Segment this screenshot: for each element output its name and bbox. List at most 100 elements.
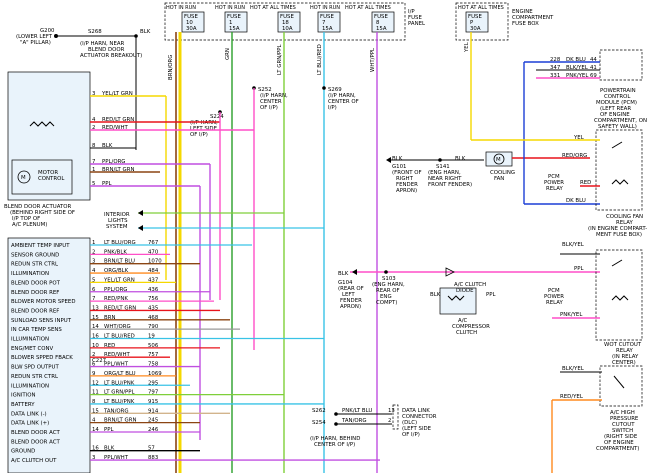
dlc-harn-2: CENTER OF I/P) (314, 442, 355, 448)
fuse-8: HOT AT ALL TIMES FUSE 8 15A (345, 5, 395, 33)
ip-panel-label-1: I/P (408, 9, 415, 15)
ecm-pin-label: BLEND DOOR ACT (11, 430, 60, 436)
ecm-pin-num: 2 (92, 249, 95, 255)
interior-label-2: LIGHTS (108, 218, 128, 224)
ecm-pin-wire-label: LT BLU/RED (104, 334, 135, 340)
ecm-pin-label: BLEND DOOR POT (11, 280, 61, 286)
cooling-fan-motor-icon (493, 153, 505, 165)
dlc-harn-1: (I/P HARN, BEHIND (310, 436, 360, 442)
ecm-pin-circuit: 436 (148, 287, 159, 293)
ecm-pin-label: A/C CLUTCH OUT (11, 458, 57, 464)
ecm-pin-circuit: 484 (148, 268, 159, 274)
hp-switch-contact (613, 375, 625, 389)
s141-label-4: FRONT FENDER) (428, 182, 472, 188)
actuator-wires: 3 YEL/LT GRN 4 RED/LT GRN 2 RED/WHT 8 BL… (90, 88, 255, 440)
s268-label-3: BLEND DOOR (88, 47, 125, 53)
actuator-caption-1: BLEND DOOR ACTUATOR (4, 204, 71, 210)
s254-label: S254 (312, 420, 326, 426)
hp-label-1: A/C HIGH (610, 410, 635, 416)
fuse-p-name: FUSE (468, 14, 482, 20)
g101-label-5: APRON) (396, 188, 417, 194)
ecm-pin-wire-label: PPL/WHT (104, 362, 129, 368)
dlc-wire-1-num: 13 (388, 408, 395, 414)
dlc-wire-2-num: 2 (388, 418, 391, 424)
ac-diode-icon (445, 267, 455, 277)
motor-control-1: MOTOR (38, 170, 58, 176)
ecm-pin-wire-label: BRN (104, 315, 115, 321)
dlc-label-1: DATA LINK (402, 408, 430, 414)
ecm-pin-circuit: 435 (148, 305, 158, 311)
relay-yel-label: YEL (573, 135, 584, 141)
s224-label-2: (I/P HARN, (190, 120, 218, 126)
ecm-pin-circuit: 245 (148, 418, 158, 424)
wot-label-1: WOT CUTOUT (604, 342, 642, 348)
ecm-pin-label: IN CAR TEMP SENS (11, 327, 62, 333)
ecm-pin-num: 14 (92, 324, 99, 330)
ecm-pin-num: 3 (92, 259, 95, 265)
ecfb-label-3: FUSE BOX (512, 21, 539, 27)
pcm-label-5: OF ENGINE (600, 112, 630, 118)
ecm-pin-wire-label: TAN/ORG (103, 408, 129, 414)
hp-blk-yel-label: BLK/YEL (562, 366, 584, 372)
fuse-7-num: 7 (322, 20, 325, 26)
hp-label-7: COMPARTMENT) (596, 446, 639, 452)
s269-dot (322, 86, 326, 90)
ecm-pin-num: 1 (92, 240, 95, 246)
relay-red-label: RED (580, 180, 591, 186)
fuse-1-hot: HOT IN RUN (215, 5, 245, 11)
s268-label-1: S268 (88, 29, 102, 35)
blk-label: BLK (140, 29, 151, 35)
label-yel: YEL (464, 42, 470, 53)
fuse-10: HOT IN RUN FUSE 10 30A (166, 5, 205, 33)
ecm-pin-num: 8 (92, 399, 96, 405)
act-pin-3-num: 3 (92, 91, 95, 97)
ecm-pin-label: BLOWER MOTOR SPEED (11, 299, 75, 305)
relay-coil-2 (611, 295, 629, 301)
pcm-relay-2-label-2: POWER (544, 294, 564, 300)
g104-label-1: G104 (338, 280, 353, 286)
s252-label-1: S252 (258, 87, 272, 93)
fuse-18-name: FUSE (280, 14, 294, 20)
fuse-1: HOT IN RUN FUSE 1 15A (215, 5, 248, 33)
pcm-label-1: POWERTRAIN (600, 88, 636, 94)
s252-label-3: CENTER (260, 99, 282, 105)
s269-label-4: I/P) (328, 105, 337, 111)
ecm-pin-num: 5 (92, 277, 95, 283)
pcm-pin-347-wire: BLK/YEL (566, 65, 588, 71)
actuator-caption-3: I/P TOP OF (12, 216, 40, 222)
hp-label-4: SWITCH (612, 428, 633, 434)
interior-lights: INTERIOR LIGHTS SYSTEM (104, 210, 324, 231)
ecm-pin-wire-label: PNK/BLK (104, 249, 127, 255)
pcm-group: POWERTRAIN CONTROL MODULE (PCM) (LEFT RE… (523, 49, 647, 205)
ecm-pin-circuit: 295 (148, 380, 158, 386)
s103-label-4: ENG (380, 294, 392, 300)
g104-label-5: APRON) (340, 304, 361, 310)
fuse-1-box (224, 11, 248, 33)
pcm-relay-1-label-1: PCM (548, 174, 560, 180)
blend-door-actuator: M MOTOR CONTROL BLEND DOOR ACTUATOR (BEH… (4, 71, 91, 228)
fuse-7-box (317, 11, 341, 33)
fuse-10-hot: HOT IN RUN (166, 5, 196, 11)
fuse-8-name: FUSE (374, 14, 388, 20)
fuse-7-name: FUSE (320, 14, 334, 20)
g101-label-3: RIGHT (396, 176, 414, 182)
fuse-8-box (371, 11, 395, 33)
ecm-pin-label: BLOWER SPPED FBACK (11, 355, 73, 361)
act-pin-8-num: 8 (92, 143, 96, 149)
blk-cooling: BLK (392, 156, 403, 162)
ecm-pin-wire-label: LT BLU/ORG (104, 240, 136, 246)
cfr-label-3: (IN ENGINE COMPART- (588, 226, 647, 232)
ecm-pin-wire-label: PPL/WHT (104, 455, 129, 461)
ac-compressor-box (439, 287, 477, 315)
s103-label-3: REAR OF (376, 288, 400, 294)
ecm-pin-label: ENG/MET CONV (11, 346, 54, 352)
pcm-relay-2-label-3: RELAY (546, 300, 564, 306)
s224-label-1: S224 (210, 114, 224, 120)
ip-fuse-panel: HOT IN RUN FUSE 10 30A HOT IN RUN FUSE 1… (164, 2, 425, 41)
fuse-8-num: 8 (376, 20, 380, 26)
ac-coil-icon (447, 295, 465, 301)
label-brn-org: BRN/ORG (168, 55, 174, 80)
interior-arrow-2 (138, 225, 143, 231)
